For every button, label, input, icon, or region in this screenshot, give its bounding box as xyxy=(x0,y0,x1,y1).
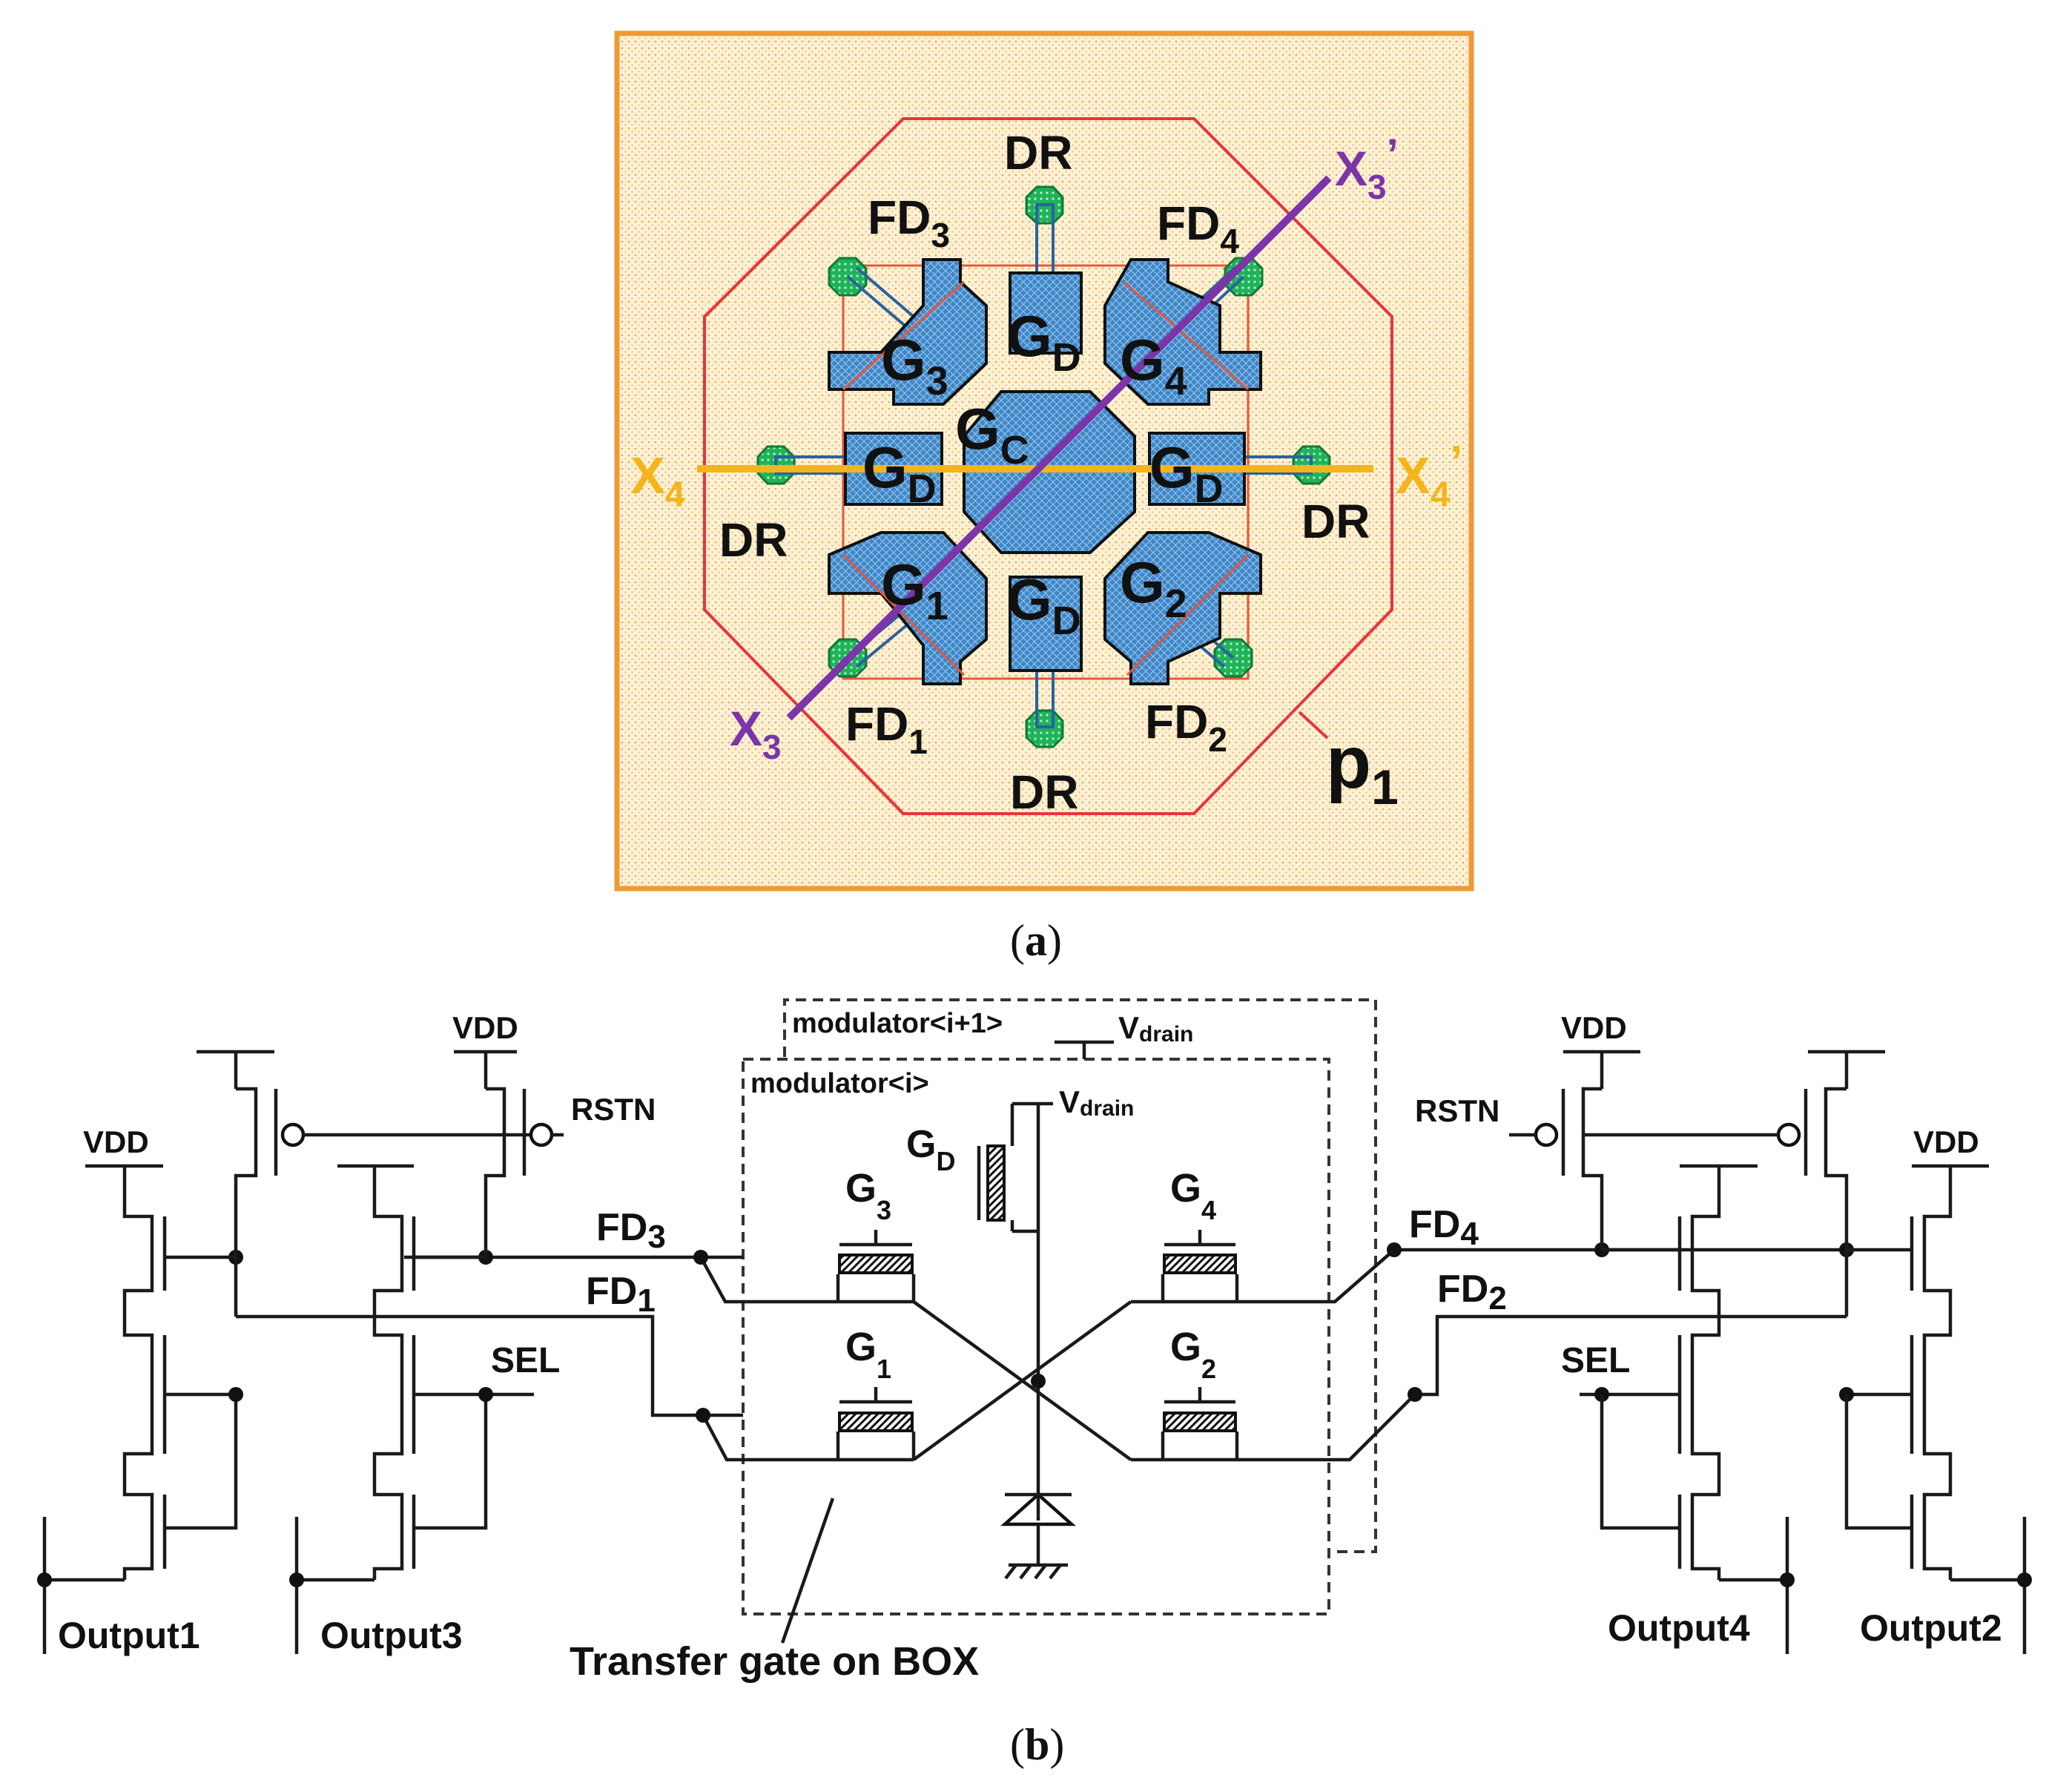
p1-pointer xyxy=(1298,711,1329,739)
label-gd-right: GD xyxy=(1149,435,1224,511)
label-gd-left: GD xyxy=(862,435,937,511)
label-gd-top: GD xyxy=(1007,303,1081,380)
right-readout: FD4 FD2 VDD RSTN xyxy=(1387,1010,2032,1654)
label-g3: G3 xyxy=(881,327,948,403)
label-output1: Output1 xyxy=(58,1615,200,1656)
circuit-panel: modulator<i+1> modulator<i> Vdrain Vdrai… xyxy=(37,998,2032,1769)
modulator-i-box xyxy=(742,1058,1330,1615)
fd4-node xyxy=(1387,1242,1402,1257)
label-fd1-circuit: FD1 xyxy=(586,1270,656,1319)
label-sel-left: SEL xyxy=(491,1341,560,1380)
label-fd2-circuit: FD2 xyxy=(1437,1268,1507,1317)
label-dr-top: DR xyxy=(1004,126,1072,179)
label-dr-left: DR xyxy=(719,513,788,567)
label-modulator-i1: modulator<i+1> xyxy=(792,1008,1003,1039)
label-fd3: FD3 xyxy=(868,191,950,254)
fd3-node xyxy=(693,1250,708,1265)
label-modulator-i: modulator<i> xyxy=(750,1068,929,1099)
layout-labels: DR DR DR DR FD3 FD4 FD1 FD2 G3 G4 G1 G2 … xyxy=(630,126,1462,819)
label-dr-right: DR xyxy=(1301,495,1370,548)
label-vdd-right2: VDD xyxy=(1913,1124,1979,1159)
caption-a: (a) xyxy=(1010,916,1062,965)
octagon-boundary xyxy=(703,117,1393,815)
transfer-network: Vdrain GD G3 G1 xyxy=(699,1084,1416,1580)
label-g4: G4 xyxy=(1120,327,1187,403)
gate-g2 xyxy=(1103,531,1262,685)
label-output2: Output2 xyxy=(1860,1607,2002,1649)
label-g4-circuit: G4 xyxy=(1170,1166,1216,1225)
label-output3: Output3 xyxy=(320,1615,463,1656)
g3-gate-hatched xyxy=(838,1254,914,1274)
label-g2: G2 xyxy=(1120,550,1187,626)
label-x4-prime: X4’ xyxy=(1396,437,1462,515)
label-g2-circuit: G2 xyxy=(1170,1325,1216,1384)
label-fd2: FD2 xyxy=(1145,695,1227,759)
g1-gate-hatched xyxy=(838,1411,914,1432)
label-sel-right: SEL xyxy=(1561,1341,1630,1380)
label-fd1: FD1 xyxy=(845,697,928,761)
label-fd4: FD4 xyxy=(1157,197,1239,260)
label-vdd-left1: VDD xyxy=(83,1124,149,1159)
label-vdrain-i: Vdrain xyxy=(1059,1084,1134,1121)
label-g3-circuit: G3 xyxy=(845,1166,891,1225)
fd1-node xyxy=(696,1408,710,1423)
contact-bottom xyxy=(1025,709,1064,748)
vdrain-i1: Vdrain xyxy=(1055,1010,1193,1059)
caption-b: (b) xyxy=(1010,1720,1064,1769)
label-g1: G1 xyxy=(881,552,948,628)
cut-line-x3 xyxy=(786,175,1332,721)
gate-gd-top xyxy=(1009,271,1083,355)
left-readout: FD3 FD1 VDD RSTN VDD xyxy=(37,1010,743,1656)
label-rstn-left: RSTN xyxy=(571,1092,656,1127)
label-transfer-gate: Transfer gate on BOX xyxy=(570,1639,979,1684)
label-vdd-rst-left: VDD xyxy=(452,1010,518,1045)
label-gc: GC xyxy=(955,396,1029,472)
gate-edges xyxy=(842,280,1250,676)
label-g1-circuit: G1 xyxy=(845,1325,891,1384)
gate-gd-bottom xyxy=(1009,576,1083,672)
fd2-node xyxy=(1408,1387,1422,1402)
modulator-i1-box xyxy=(783,998,1377,1553)
label-x3: X3 xyxy=(730,701,782,766)
label-output4: Output4 xyxy=(1608,1607,1750,1649)
gd-gate-hatched xyxy=(986,1144,1006,1222)
center-node xyxy=(1031,1374,1046,1389)
label-gd-bottom: GD xyxy=(1007,567,1081,643)
box-pointer xyxy=(780,1498,835,1644)
label-p1: p1 xyxy=(1326,721,1399,814)
label-x3-prime: X3’ xyxy=(1335,131,1399,206)
g2-gate-hatched xyxy=(1163,1411,1237,1432)
layout-panel: DR DR DR DR FD3 FD4 FD1 FD2 G3 G4 G1 G2 … xyxy=(614,30,1474,965)
label-rstn-right: RSTN xyxy=(1415,1093,1499,1128)
label-fd4-circuit: FD4 xyxy=(1409,1203,1479,1252)
label-vdrain-i1: Vdrain xyxy=(1118,1010,1193,1047)
label-vdd-rst-right: VDD xyxy=(1561,1010,1627,1045)
label-dr-bottom: DR xyxy=(1010,765,1078,819)
label-fd3-circuit: FD3 xyxy=(596,1206,666,1255)
g4-gate-hatched xyxy=(1163,1254,1237,1274)
label-gd-circuit: GD xyxy=(906,1123,955,1176)
label-x4: X4 xyxy=(630,447,685,515)
